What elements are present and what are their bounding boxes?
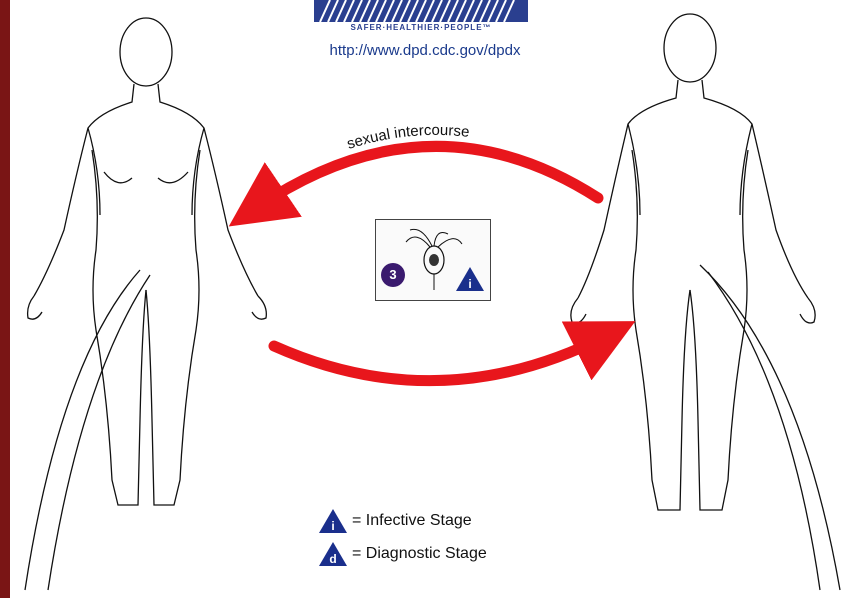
diagnostic-triangle-icon: d — [318, 541, 348, 567]
male-figure — [571, 14, 840, 590]
svg-text:d: d — [329, 552, 336, 566]
svg-text:i: i — [331, 519, 334, 533]
legend-infective-label: = Infective Stage — [352, 512, 472, 530]
legend-diagnostic-label: = Diagnostic Stage — [352, 545, 487, 563]
legend-diagnostic: d = Diagnostic Stage — [318, 541, 487, 567]
female-figure — [25, 18, 266, 590]
infective-triangle-icon: i — [318, 508, 348, 534]
infective-stage-letter: i — [468, 277, 471, 291]
arrow-female-to-male — [274, 336, 606, 381]
infective-stage-icon: i — [455, 266, 485, 292]
stage-number-badge: 3 — [381, 263, 405, 287]
legend-infective: i = Infective Stage — [318, 508, 472, 534]
arrow-male-to-female — [256, 146, 598, 208]
